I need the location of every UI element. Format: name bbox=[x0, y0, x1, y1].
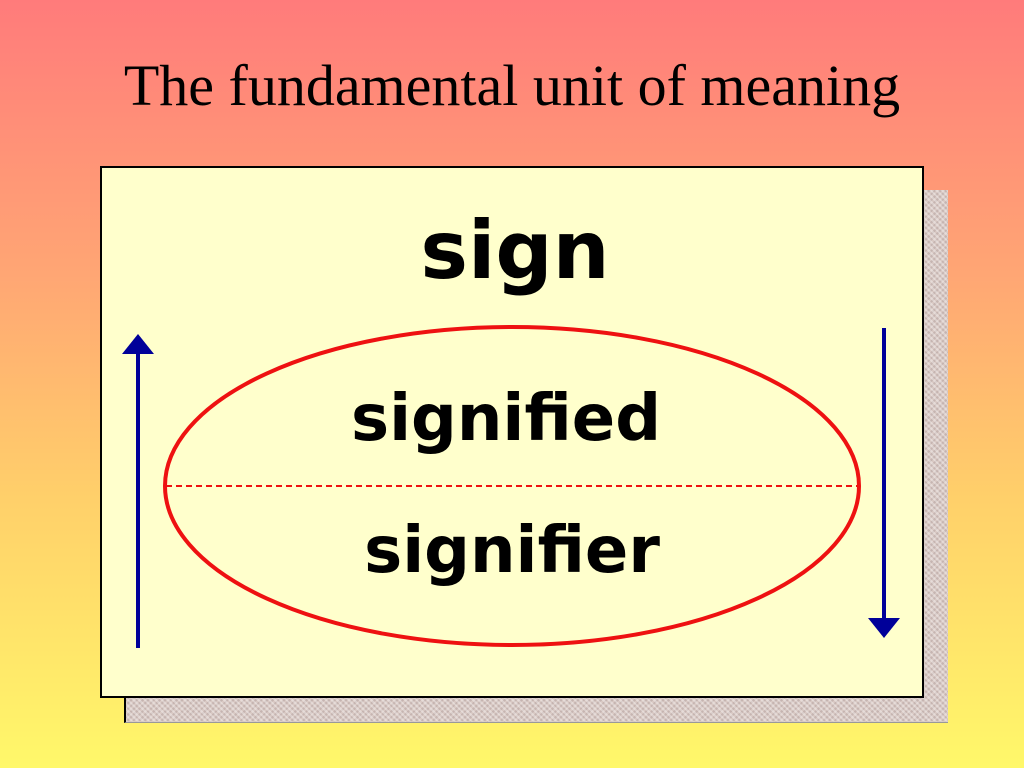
sign-ellipse bbox=[163, 325, 861, 647]
sign-heading: sign bbox=[420, 204, 609, 297]
down-arrow-icon bbox=[868, 328, 900, 638]
signified-label: signified bbox=[351, 382, 661, 456]
signifier-label: signifier bbox=[364, 514, 660, 588]
sign-diagram-card: sign signified signifier bbox=[100, 166, 924, 698]
sign-diagram: sign signified signifier bbox=[122, 204, 900, 648]
up-arrow-icon bbox=[122, 334, 154, 648]
slide-title: The fundamental unit of meaning bbox=[123, 53, 901, 118]
